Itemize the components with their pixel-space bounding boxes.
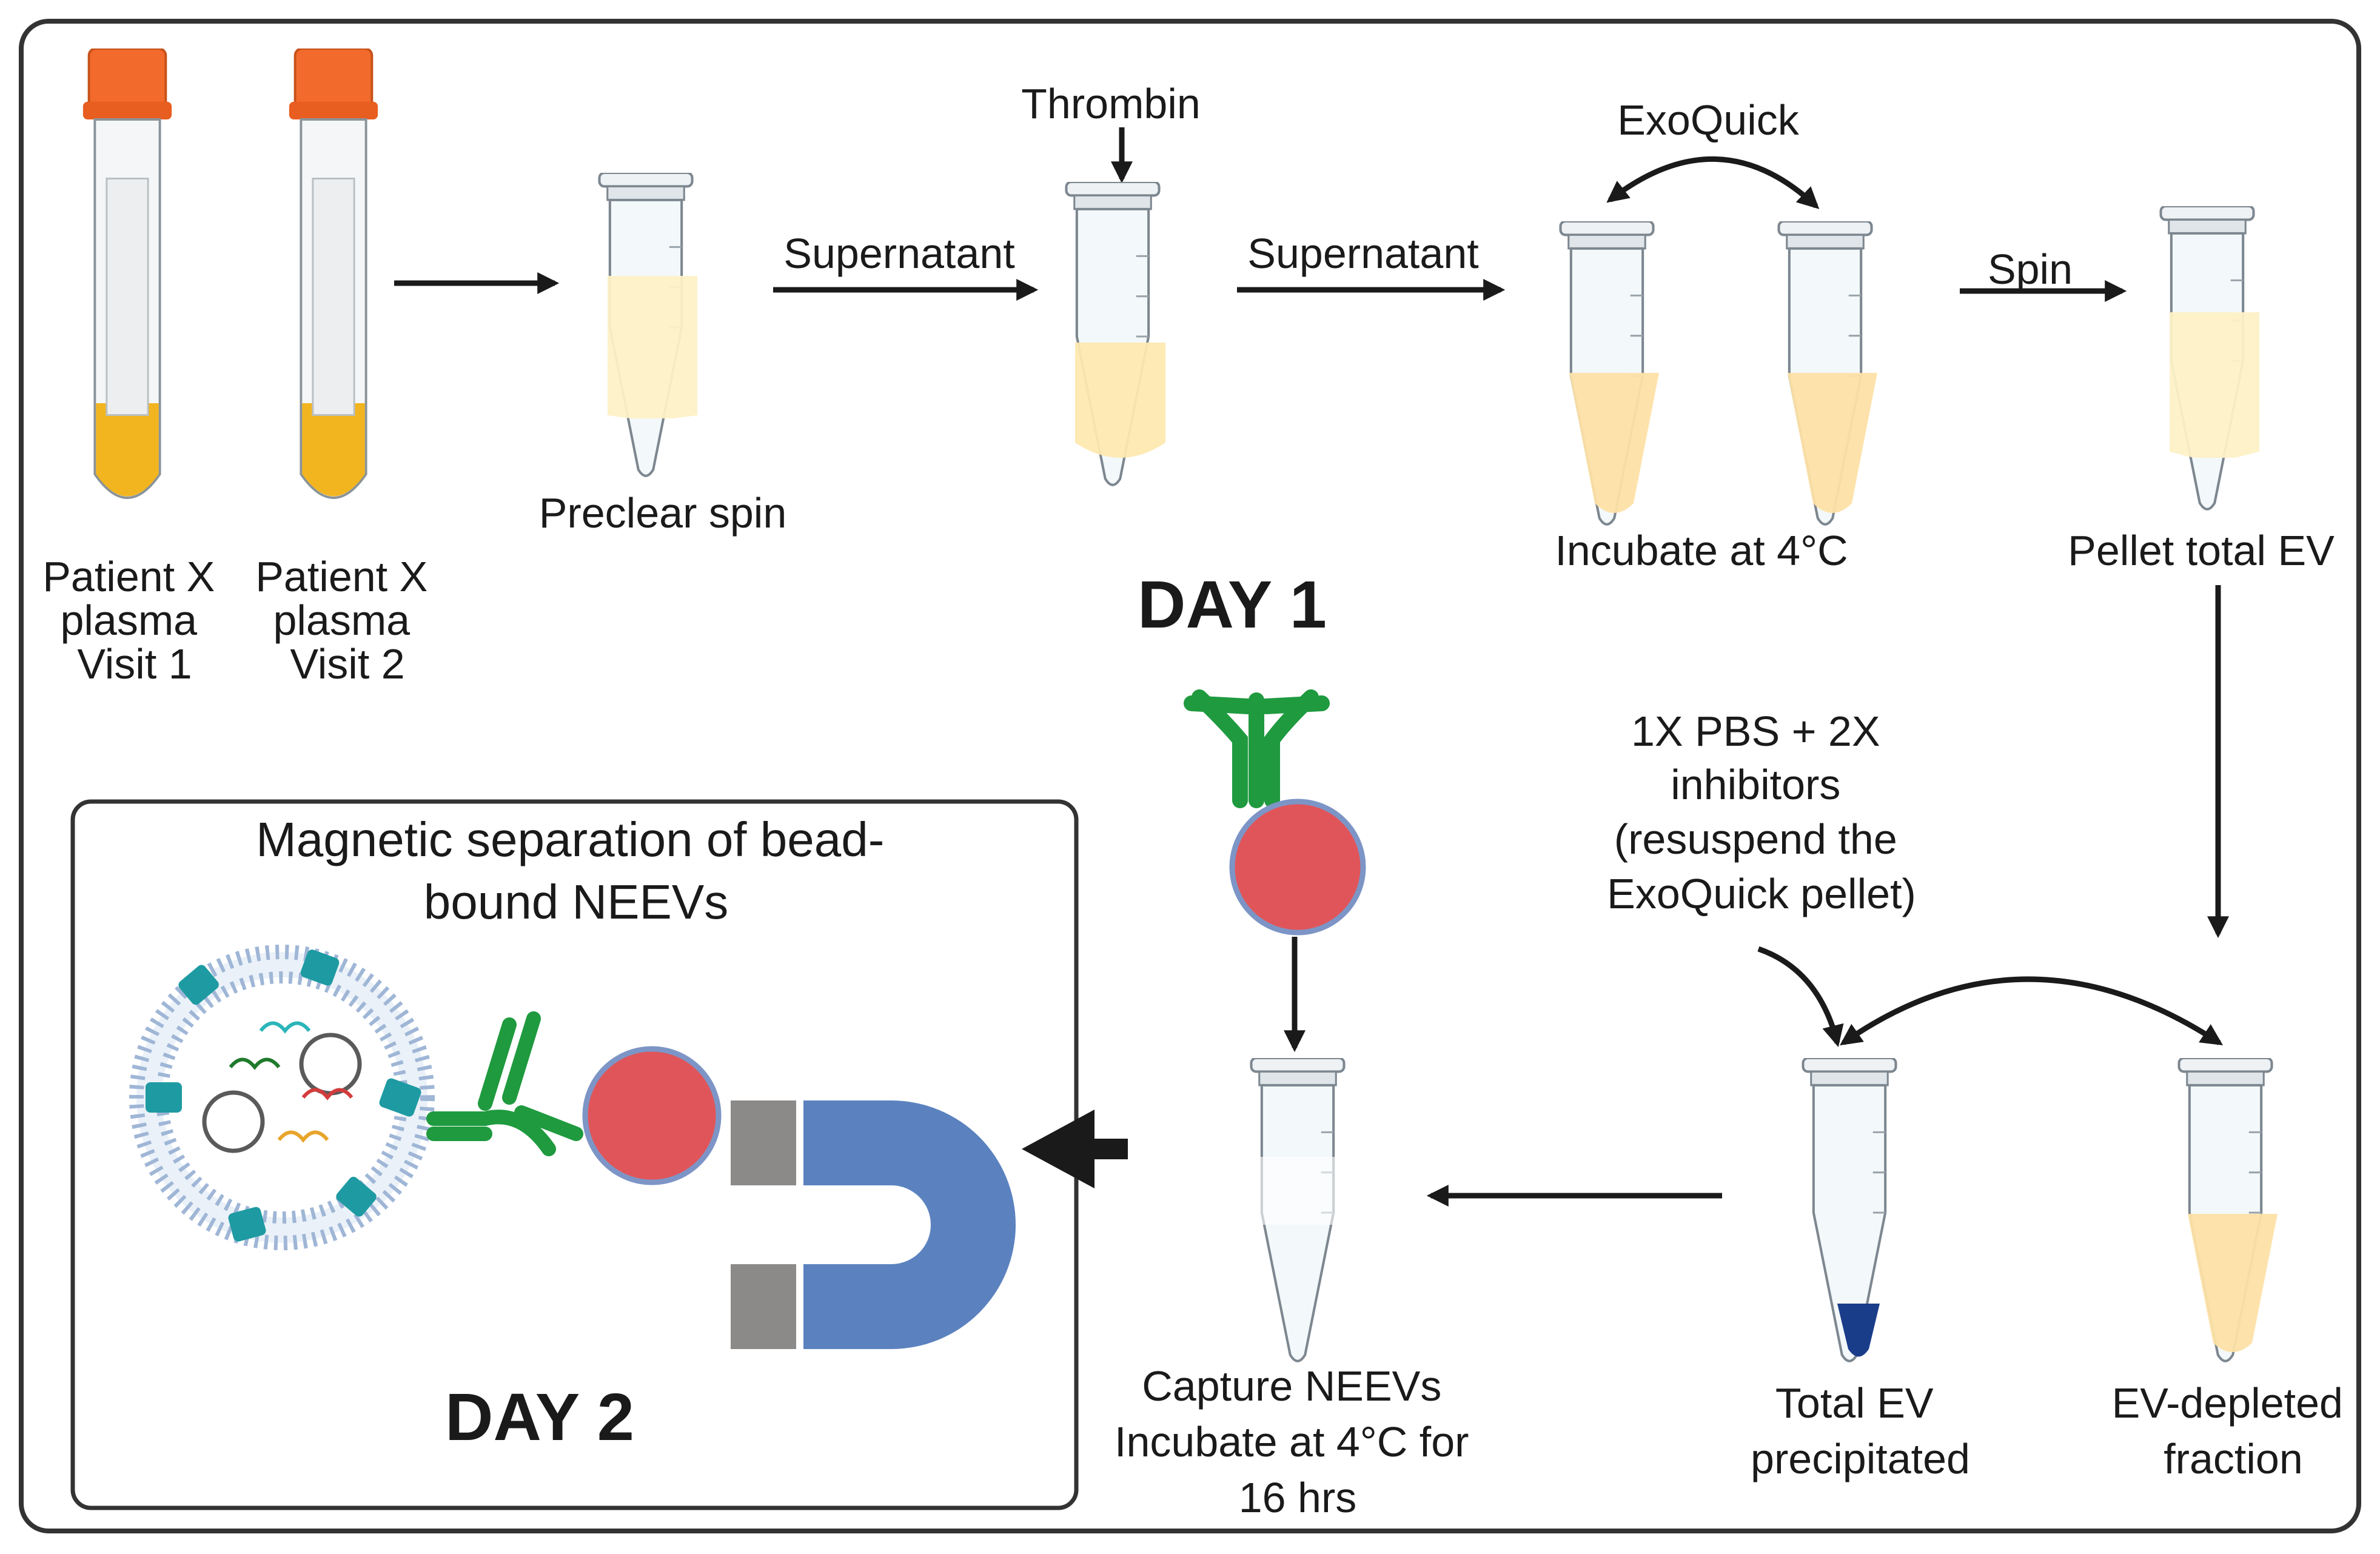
label-patient-visit1: Patient X plasma Visit 1	[42, 553, 227, 688]
label-magnetic-separation: Magnetic separation of bead- bound NEEVs	[256, 812, 896, 929]
label-pellet-total-ev: Pellet total EV	[2068, 527, 2335, 574]
label-incubate-4c: Incubate at 4°C	[1555, 527, 1848, 574]
arrow-exoquick-exchange	[1606, 156, 1820, 209]
arrow-exchange-bottom	[1840, 976, 2224, 1046]
blood-tube-visit2	[289, 49, 378, 498]
label-ev-depleted-fraction: EV-depleted fraction	[2112, 1379, 2355, 1482]
tube-pellet-total-ev	[2161, 206, 2259, 509]
tube-ev-depleted-fraction	[2179, 1058, 2278, 1361]
magnetic-bead	[582, 1046, 722, 1185]
tube-preclear	[600, 173, 697, 476]
label-preclear-spin: Preclear spin	[539, 489, 787, 537]
magnet	[731, 1100, 1016, 1349]
tube-thrombin	[1067, 182, 1165, 485]
label-day2: DAY 2	[445, 1380, 634, 1455]
label-supernatant-2: Supernatant	[1247, 230, 1478, 277]
tube-total-ev-precipitated	[1803, 1058, 1896, 1361]
tube-exoquick-b	[1779, 221, 1877, 524]
bound-antibody	[426, 1011, 583, 1156]
arrow-into-day2-box	[1022, 1110, 1128, 1188]
antibody-bead	[1184, 689, 1366, 936]
label-spin: Spin	[1988, 246, 2073, 293]
label-day1: DAY 1	[1138, 568, 1327, 642]
blood-tube-visit1	[83, 49, 172, 498]
label-supernatant-1: Supernatant	[783, 230, 1014, 277]
label-patient-visit2: Patient X plasma Visit 2	[255, 553, 440, 688]
label-thrombin: Thrombin	[1021, 80, 1201, 127]
arrow-pbs-to-total-ev	[1757, 946, 1844, 1047]
label-exoquick: ExoQuick	[1617, 96, 1800, 144]
label-total-ev-precipitated: Total EV precipitated	[1751, 1379, 1970, 1482]
vesicle	[129, 945, 435, 1250]
label-pbs-inhibitors: 1X PBS + 2X inhibitors (resuspend the Ex…	[1607, 708, 1916, 917]
label-capture-neevs: Capture NEEVs Incubate at 4°C for 16 hrs	[1115, 1362, 1481, 1521]
tube-exoquick-a	[1561, 221, 1659, 524]
tube-capture-neevs	[1252, 1058, 1350, 1361]
